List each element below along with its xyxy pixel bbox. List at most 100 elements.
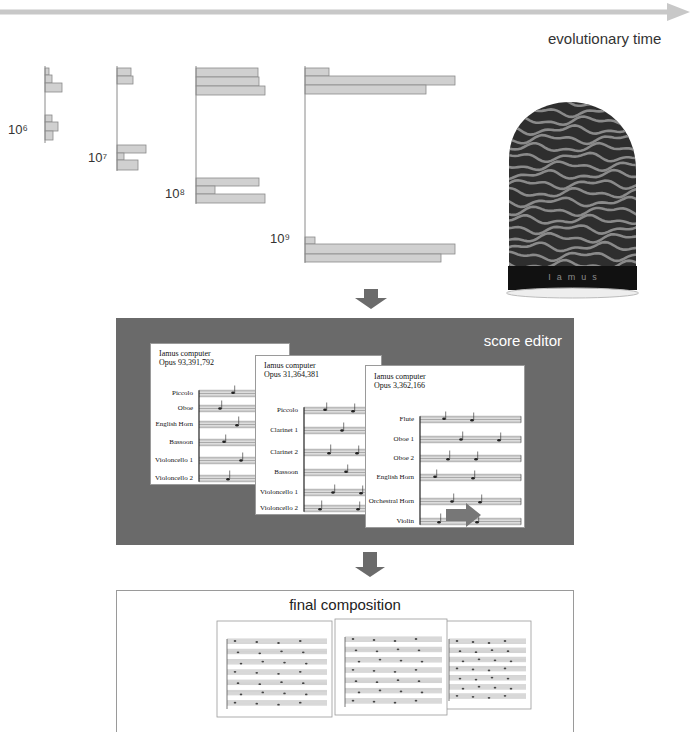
- note-head: [472, 696, 475, 698]
- time-arrowhead: [667, 3, 690, 21]
- staff-line: [449, 678, 526, 679]
- note-head: [239, 459, 243, 462]
- note-head: [415, 638, 418, 640]
- staff-line: [345, 639, 442, 640]
- staff-line: [345, 702, 442, 703]
- stripe: [505, 215, 640, 224]
- note-head: [442, 417, 446, 420]
- note-head: [299, 640, 302, 642]
- note-head: [421, 661, 424, 663]
- staff-line: [227, 649, 327, 650]
- note-stem: [238, 417, 239, 425]
- staff-line: [420, 503, 521, 504]
- note-head: [459, 678, 462, 680]
- barline: [521, 436, 522, 442]
- staff-line: [227, 640, 327, 641]
- staff-line: [449, 658, 526, 659]
- note-stem: [449, 451, 450, 459]
- staff-line: [449, 689, 526, 690]
- note-head: [379, 690, 382, 692]
- note-head: [494, 659, 497, 661]
- axis-label: evolutionary time: [548, 30, 661, 47]
- staff-line: [345, 650, 442, 651]
- staff-line: [420, 499, 521, 500]
- note-stem: [326, 403, 327, 411]
- system-bracket: [198, 390, 199, 481]
- note-head: [327, 452, 331, 455]
- instrument-name: Orchestral Horn: [369, 497, 414, 505]
- note-head: [472, 669, 475, 671]
- bar: [196, 86, 265, 95]
- bar: [45, 131, 53, 140]
- bar: [196, 178, 259, 186]
- stripe: [505, 233, 640, 242]
- staff-line: [449, 693, 526, 694]
- bar: [45, 68, 49, 75]
- note-head: [491, 677, 494, 679]
- note-head: [226, 478, 230, 481]
- note-stem: [477, 452, 478, 460]
- note-head: [305, 663, 308, 665]
- staff-line: [345, 657, 442, 658]
- note-head: [400, 691, 403, 693]
- note-head: [258, 683, 261, 685]
- staff-line: [227, 661, 327, 662]
- note-head: [358, 661, 361, 663]
- score-header: Iamus computer: [264, 361, 316, 370]
- staff-line: [227, 659, 327, 660]
- staff-line: [345, 637, 442, 638]
- note-head: [302, 651, 305, 653]
- iamus-illustration: [505, 100, 640, 300]
- staff-line: [227, 681, 327, 682]
- note-stem: [334, 485, 335, 493]
- staff-line: [420, 436, 521, 437]
- staff-line: [227, 663, 327, 664]
- note-stem: [234, 386, 235, 394]
- staff-line: [449, 666, 526, 667]
- note-head: [504, 640, 507, 642]
- staff-line: [420, 474, 521, 475]
- bar: [305, 254, 441, 262]
- note-head: [352, 638, 355, 640]
- note-stem: [354, 404, 355, 412]
- stripe: [505, 135, 640, 144]
- note-head: [504, 695, 507, 697]
- note-head: [379, 659, 382, 661]
- staff-line: [420, 480, 521, 481]
- score-header: Iamus computer: [159, 349, 211, 358]
- note-stem: [500, 433, 501, 441]
- system-bracket: [303, 407, 304, 511]
- note-head: [394, 640, 397, 642]
- staff-line: [449, 640, 526, 641]
- instrument-name: Violin: [397, 517, 414, 525]
- note-head: [258, 652, 261, 654]
- instrument-name: Flute: [400, 415, 414, 423]
- note-head: [462, 660, 465, 662]
- note-stem: [440, 514, 441, 522]
- staff-line: [227, 669, 327, 670]
- iamus-computer: Iamus: [505, 100, 640, 300]
- note-head: [507, 678, 510, 680]
- bar: [117, 160, 138, 170]
- histogram-1e8: [196, 68, 265, 203]
- flow-arrow: [355, 552, 385, 577]
- staff-line: [345, 679, 442, 680]
- note-head: [478, 658, 481, 660]
- barline: [521, 518, 522, 524]
- staff-line: [345, 649, 442, 650]
- note-stem: [481, 495, 482, 503]
- note-head: [456, 695, 459, 697]
- instrument-name: Clarinet 2: [270, 448, 298, 456]
- stripe: [505, 143, 640, 152]
- staff-line: [449, 696, 526, 697]
- note-head: [359, 492, 363, 495]
- stripe: [505, 252, 640, 261]
- staff-line: [449, 688, 526, 689]
- note-head: [318, 508, 322, 511]
- note-head: [355, 649, 358, 651]
- staff-line: [345, 638, 442, 639]
- staff-line: [227, 651, 327, 652]
- stripe: [505, 225, 640, 234]
- score-header: Opus 93,391,792: [159, 358, 214, 367]
- note-head: [234, 671, 237, 673]
